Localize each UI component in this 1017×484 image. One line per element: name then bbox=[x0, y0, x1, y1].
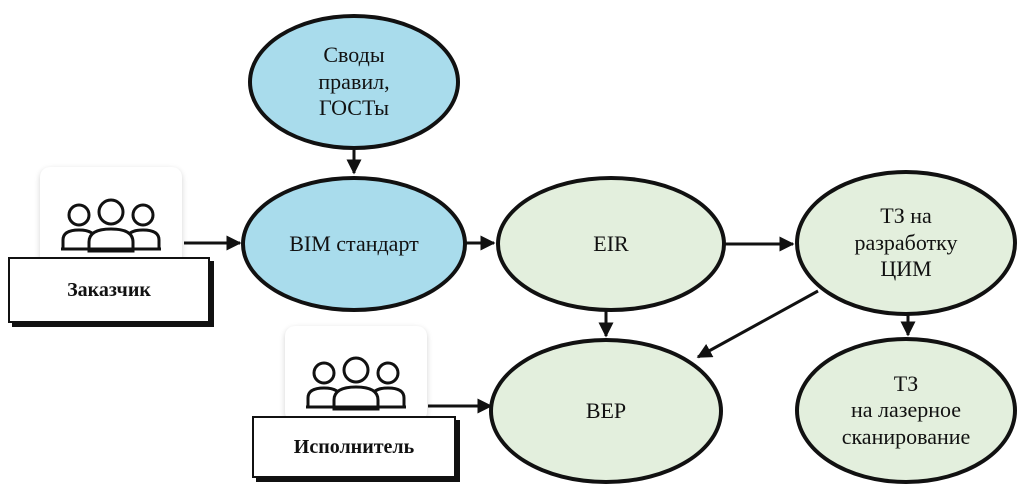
node-tz-cim: ТЗ на разработку ЦИМ bbox=[795, 170, 1017, 316]
node-tz-cim-label: ТЗ на разработку ЦИМ bbox=[854, 203, 958, 282]
people-group-icon bbox=[61, 198, 161, 253]
node-bim-standard: BIM стандарт bbox=[241, 176, 467, 312]
people-group-icon bbox=[306, 356, 406, 411]
node-tz-laser-label: ТЗ на лазерное сканирование bbox=[841, 370, 971, 449]
arrow-tz-cim-to-bep bbox=[696, 289, 819, 359]
contractor-label: Исполнитель bbox=[252, 416, 456, 478]
node-tz-laser: ТЗ на лазерное сканирование bbox=[795, 337, 1017, 484]
node-eir-label: EIR bbox=[593, 230, 629, 256]
node-codes: Своды правил, ГОСТы bbox=[248, 14, 460, 150]
customer-label: Заказчик bbox=[8, 257, 210, 323]
node-eir: EIR bbox=[496, 176, 726, 312]
node-bep-label: BEP bbox=[585, 397, 627, 423]
node-codes-label: Своды правил, ГОСТы bbox=[318, 42, 390, 121]
node-bim-standard-label: BIM стандарт bbox=[289, 230, 419, 256]
node-bep: BEP bbox=[489, 338, 723, 484]
